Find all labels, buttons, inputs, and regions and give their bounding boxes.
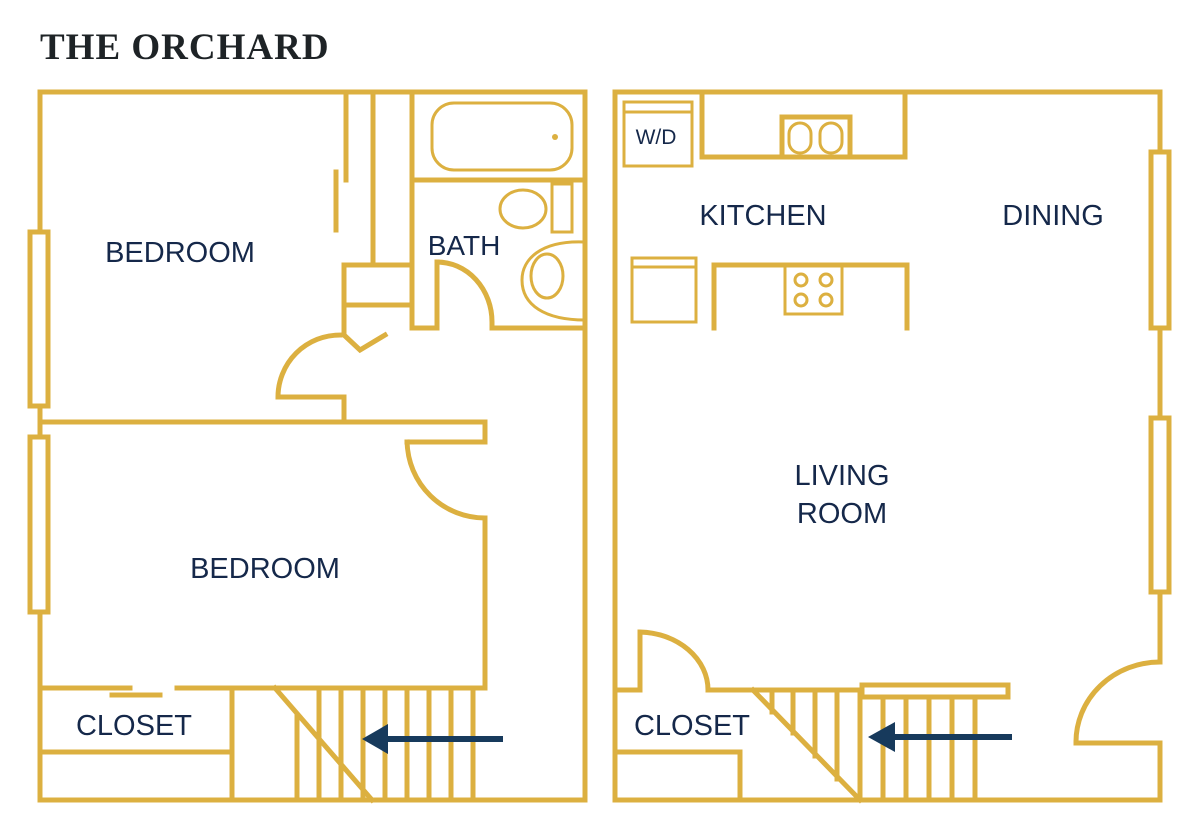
plan-title: THE ORCHARD — [40, 27, 330, 68]
room-label-bedroom: BEDROOM — [105, 237, 255, 269]
window — [1148, 149, 1172, 331]
stove — [783, 264, 844, 316]
room-label-dining: DINING — [1002, 200, 1104, 232]
room-label-bath: BATH — [428, 230, 501, 261]
main-floor-plan: W/D KITCHEN DINING LIVING ROOM CLOSET — [612, 89, 1172, 804]
sink — [498, 188, 548, 230]
toilet-tank — [550, 182, 574, 234]
washer-dryer — [622, 100, 694, 168]
stair-arrow-icon — [362, 724, 503, 754]
window — [27, 229, 51, 409]
stair-treads — [294, 685, 476, 803]
upper-floor-plan: BEDROOM BATH BEDROOM CLOSET — [27, 89, 588, 804]
window — [1148, 415, 1172, 595]
room-label-room: ROOM — [797, 498, 887, 530]
refrigerator — [630, 256, 698, 324]
room-label-closet: CLOSET — [634, 710, 750, 742]
room-label-bedroom: BEDROOM — [190, 553, 340, 585]
room-label-kitchen: KITCHEN — [699, 200, 826, 232]
stair-arrow-icon — [868, 722, 1012, 752]
window — [27, 434, 51, 615]
room-label-living: LIVING — [794, 460, 889, 492]
appliance-label-wd: W/D — [636, 126, 677, 149]
bathtub — [430, 101, 574, 172]
toilet — [529, 252, 565, 300]
kitchen-sink — [779, 114, 853, 160]
stair-treads — [769, 687, 978, 803]
room-label-closet: CLOSET — [76, 710, 192, 742]
